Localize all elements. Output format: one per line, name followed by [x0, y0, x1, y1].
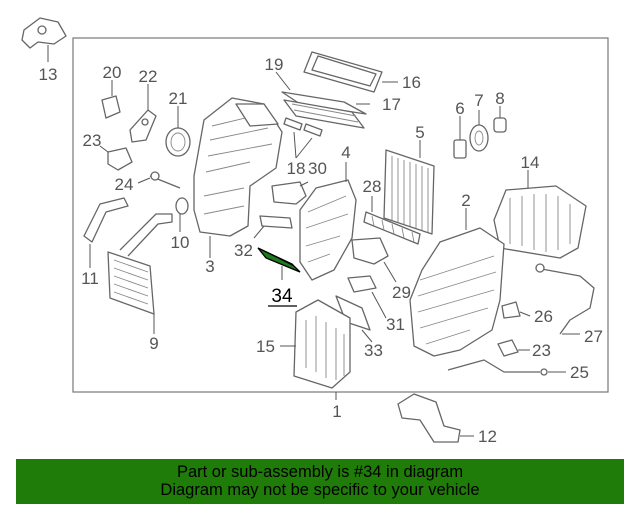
part-25-tube: [447, 359, 566, 376]
callout-20: 20: [103, 63, 122, 82]
part-23-right: [497, 339, 530, 357]
callout-25: 25: [570, 363, 589, 382]
part-30: [271, 181, 309, 205]
part-6: [453, 116, 467, 159]
callout-14: 14: [521, 153, 540, 172]
part-19-filter-cover: [275, 71, 367, 115]
part-28: [363, 196, 421, 245]
callout-23-left: 23: [83, 131, 102, 150]
callout-26: 26: [534, 307, 553, 326]
callout-6: 6: [455, 99, 464, 118]
part-10: [175, 197, 189, 232]
part-9-heater-core: [107, 213, 173, 334]
part-5-evaporator: [383, 140, 435, 235]
part-4-center-case: [299, 162, 357, 281]
part-21-fan: [165, 106, 191, 157]
part-7: [469, 110, 489, 152]
part-17-filter: [283, 99, 370, 129]
info-banner: Part or sub-assembly is #34 in diagram D…: [16, 459, 624, 504]
callout-8: 8: [495, 89, 504, 108]
callout-4: 4: [341, 143, 350, 162]
part-12-duct: [397, 393, 474, 443]
callout-31: 31: [386, 315, 405, 334]
callout-13: 13: [39, 65, 58, 84]
callout-3: 3: [205, 257, 214, 276]
callout-27: 27: [584, 327, 603, 346]
part-23-left: [99, 145, 133, 171]
callout-19: 19: [265, 55, 284, 74]
callout-23-right: 23: [532, 341, 551, 360]
part-31: [347, 275, 387, 319]
part-18-clips: [283, 117, 323, 159]
part-20: [101, 80, 121, 119]
callout-2: 2: [461, 191, 470, 210]
callout-15: 15: [256, 337, 275, 356]
callout-18: 18: [287, 159, 306, 178]
callout-33: 33: [364, 341, 383, 360]
callout-11: 11: [81, 269, 99, 288]
part-22: [129, 84, 157, 143]
callout-30: 30: [308, 159, 327, 178]
callout-29: 29: [392, 283, 411, 302]
banner-line-1: Part or sub-assembly is #34 in diagram: [176, 463, 464, 481]
part-14: [493, 170, 587, 259]
callout-5: 5: [415, 123, 424, 142]
callout-24: 24: [115, 175, 134, 194]
part-11-hose: [83, 197, 129, 268]
callout-7: 7: [474, 91, 483, 110]
callout-34-highlighted: 34: [271, 286, 293, 307]
part-3-blower-case: [193, 97, 283, 258]
callout-1: 1: [332, 402, 341, 421]
callout-22: 22: [139, 67, 158, 86]
part-32: [253, 215, 293, 239]
part-27-line: [535, 263, 595, 335]
part-24: [137, 171, 181, 189]
callout-10: 10: [171, 233, 190, 252]
part-29: [351, 237, 397, 283]
part-16-frame: [303, 51, 398, 93]
callout-32: 32: [234, 241, 253, 260]
callout-16: 16: [402, 73, 421, 92]
callout-12: 12: [478, 427, 497, 446]
callout-17: 17: [382, 95, 401, 114]
banner-line-2: Diagram may not be specific to your vehi…: [160, 481, 480, 499]
callout-21: 21: [169, 89, 188, 108]
callout-28: 28: [363, 177, 382, 196]
part-34-highlighted: [257, 247, 301, 280]
part-26: [501, 301, 531, 319]
part-8: [493, 106, 507, 133]
callout-9: 9: [149, 334, 158, 353]
part-13-bracket: [21, 17, 67, 62]
part-2-main-case: [409, 208, 505, 357]
part-15: [280, 299, 351, 389]
diagram-frame: [72, 37, 609, 393]
